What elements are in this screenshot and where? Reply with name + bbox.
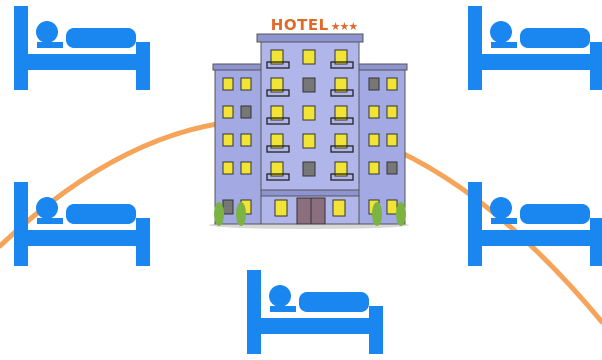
hotel-stars: ★★★ — [331, 20, 358, 33]
hotel-building-icon: HOTEL★★★ — [205, 14, 413, 230]
bed-icon — [247, 266, 383, 356]
bed-icon — [14, 2, 150, 92]
bed-icon — [468, 2, 602, 92]
hotel-sign-text: HOTEL — [271, 16, 329, 34]
bed-icon — [14, 178, 150, 268]
hotel-sign: HOTEL★★★ — [264, 16, 364, 34]
bed-icon — [468, 178, 602, 268]
